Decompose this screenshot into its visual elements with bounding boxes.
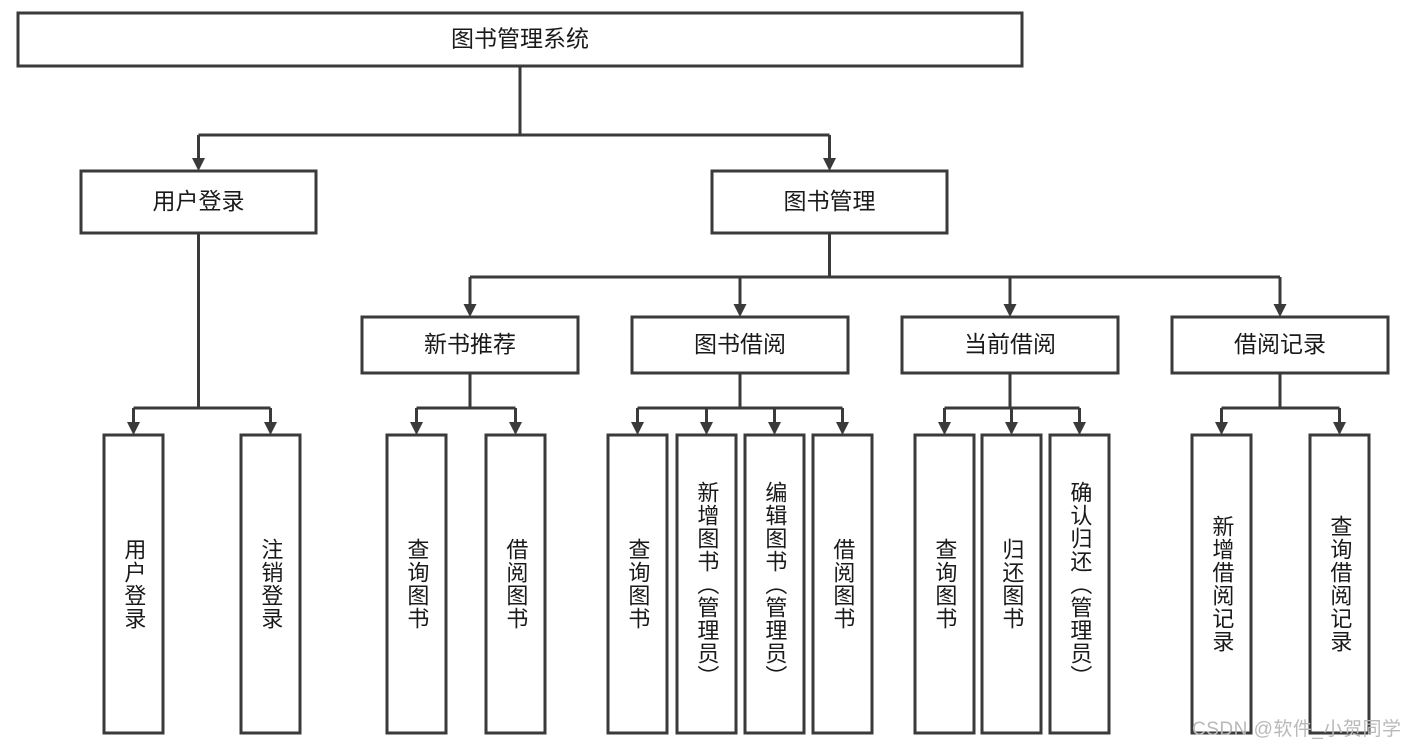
conn-new-book-recommend-arrow-0	[410, 422, 423, 435]
conn-current-borrow-arrow-2	[1073, 422, 1086, 435]
conn-book-borrow-arrow-2	[768, 422, 781, 435]
conn-user-login-arrow-1	[264, 422, 277, 435]
node-leaf-query-book-borrow[interactable]	[606, 433, 669, 735]
node-leaf-query-book-current[interactable]	[913, 433, 976, 735]
node-borrow-record[interactable]: 借阅记录	[1170, 315, 1390, 375]
conn-current-borrow-arrow-0	[938, 422, 951, 435]
node-book-borrow[interactable]: 图书借阅	[630, 315, 850, 375]
node-current-borrow[interactable]: 当前借阅	[900, 315, 1120, 375]
node-current-borrow-rect[interactable]	[900, 315, 1120, 375]
conn-book-manage-arrow-1	[733, 304, 747, 317]
node-root[interactable]: 图书管理系统	[16, 11, 1024, 68]
node-leaf-return-book[interactable]	[980, 433, 1043, 735]
node-leaf-add-borrow-record[interactable]	[1190, 433, 1253, 735]
node-leaf-user-login[interactable]	[102, 433, 165, 735]
node-user-login-rect[interactable]	[79, 169, 318, 235]
conn-book-manage-arrow-3	[1273, 304, 1287, 317]
node-root-label: 图书管理系统	[451, 26, 589, 52]
node-book-manage[interactable]: 图书管理	[710, 169, 949, 235]
connectors-layer	[127, 66, 1346, 435]
node-new-book-recommend[interactable]: 新书推荐	[360, 315, 580, 375]
node-book-manage-label: 图书管理	[784, 188, 876, 214]
node-user-login[interactable]: 用户登录	[79, 169, 318, 235]
conn-book-manage-arrow-0	[463, 304, 477, 317]
node-new-book-recommend-label: 新书推荐	[424, 331, 516, 357]
node-new-book-recommend-rect[interactable]	[360, 315, 580, 375]
node-leaf-add-book-admin[interactable]	[675, 433, 738, 735]
conn-root-arrow-0	[192, 158, 205, 171]
conn-book-borrow-arrow-3	[836, 422, 849, 435]
node-book-borrow-rect[interactable]	[630, 315, 850, 375]
node-leaf-borrow-book-recommend[interactable]	[484, 433, 547, 735]
conn-borrow-record-arrow-0	[1215, 422, 1228, 435]
conn-borrow-record-arrow-1	[1333, 422, 1346, 435]
conn-current-borrow-arrow-1	[1005, 422, 1018, 435]
node-book-borrow-label: 图书借阅	[694, 331, 786, 357]
node-current-borrow-label: 当前借阅	[964, 331, 1056, 357]
node-user-login-label: 用户登录	[153, 188, 245, 214]
node-borrow-record-rect[interactable]	[1170, 315, 1390, 375]
conn-book-borrow-arrow-1	[700, 422, 713, 435]
node-leaf-confirm-return-admin[interactable]	[1048, 433, 1111, 735]
node-leaf-borrow-book[interactable]	[811, 433, 874, 735]
conn-book-borrow-arrow-0	[631, 422, 644, 435]
watermark-text: CSDN @软件_小贺同学	[1192, 719, 1402, 740]
node-borrow-record-label: 借阅记录	[1234, 331, 1326, 357]
conn-root-arrow-1	[823, 158, 836, 171]
conn-book-manage-arrow-2	[1003, 304, 1017, 317]
node-book-manage-rect[interactable]	[710, 169, 949, 235]
conn-user-login-arrow-0	[127, 422, 140, 435]
node-leaf-edit-book-admin[interactable]	[743, 433, 806, 735]
conn-new-book-recommend-arrow-1	[509, 422, 522, 435]
node-root-rect[interactable]	[16, 11, 1024, 68]
node-leaf-query-book-recommend[interactable]	[385, 433, 448, 735]
node-leaf-query-borrow-record[interactable]	[1308, 433, 1371, 735]
node-leaf-logout-login[interactable]	[239, 433, 302, 735]
